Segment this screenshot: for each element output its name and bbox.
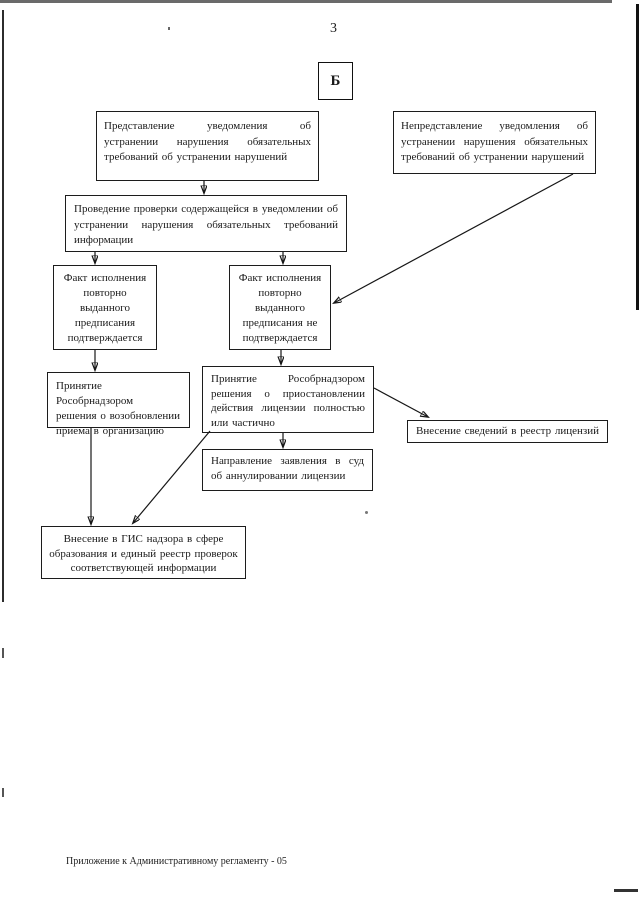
scan-border-top bbox=[0, 0, 612, 3]
scan-border-right bbox=[636, 4, 639, 310]
node-check-notice: Проведение проверки содержащейся в уведо… bbox=[65, 195, 347, 252]
arrow-no-notice-to-not-confirmed bbox=[334, 173, 574, 303]
node-resume-admission: Принятие Рособрнадзором решения о возобн… bbox=[47, 372, 190, 437]
scan-border-left bbox=[2, 10, 4, 602]
node-submit-notice: Представление уведомления об устранении … bbox=[96, 111, 319, 181]
footer-note: Приложение к Административному регламент… bbox=[66, 856, 287, 867]
node-suspend-license: Принятие Рособрнадзором решения о приост… bbox=[202, 366, 374, 433]
node-no-notice: Непредставление уведомления об устранени… bbox=[393, 111, 596, 174]
node-fact-confirmed: Факт исполнения повторно выданного предп… bbox=[53, 265, 157, 350]
scan-speck bbox=[365, 511, 368, 514]
page-number: 3 bbox=[330, 21, 337, 36]
node-court-annulment: Направление заявления в суд об аннулиров… bbox=[202, 449, 373, 491]
scan-border-left-tick bbox=[2, 788, 4, 797]
node-gis-record: Внесение в ГИС надзора в сфере образован… bbox=[41, 526, 246, 579]
node-license-register: Внесение сведений в реестр лицензий bbox=[407, 420, 608, 443]
scan-border-left-tick bbox=[2, 648, 4, 658]
scan-speck bbox=[168, 27, 170, 30]
arrow-suspend-to-register bbox=[373, 387, 428, 417]
scan-mark-bottom-right bbox=[614, 889, 638, 892]
connector-label-b: Б bbox=[318, 62, 353, 100]
node-fact-not-confirmed: Факт исполнения повторно выданного предп… bbox=[229, 265, 331, 350]
arrow-suspend-to-gis bbox=[133, 430, 211, 523]
